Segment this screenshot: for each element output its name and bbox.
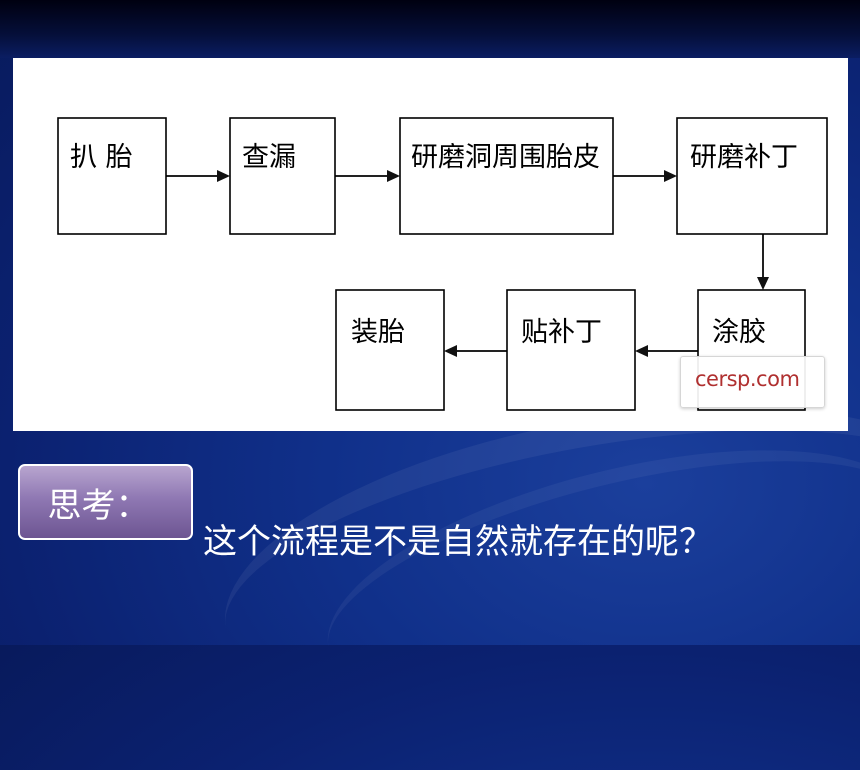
node-label-n4: 研磨补丁 xyxy=(690,142,798,173)
think-label: 思考： xyxy=(47,485,150,526)
diagram-panel: 扒 胎 查漏 研磨洞周围胎皮 研磨补丁 涂胶 贴补丁 装胎 cersp.com xyxy=(13,58,848,431)
node-n6: 贴补丁 xyxy=(506,289,636,411)
watermark: cersp.com xyxy=(680,356,825,408)
node-label-n6: 贴补丁 xyxy=(521,317,602,348)
think-badge: 思考： xyxy=(18,464,193,540)
question-text: 这个流程是不是自然就存在的呢？ xyxy=(203,522,713,562)
flowchart: 扒 胎 查漏 研磨洞周围胎皮 研磨补丁 涂胶 贴补丁 装胎 xyxy=(57,117,828,411)
edge-n1-n2 xyxy=(166,170,230,182)
edge-n4-n5 xyxy=(757,234,769,290)
edge-n2-n3 xyxy=(335,170,400,182)
node-n1: 扒 胎 xyxy=(57,117,167,235)
node-n4: 研磨补丁 xyxy=(676,117,828,235)
top-band xyxy=(0,0,860,58)
node-label-n5: 涂胶 xyxy=(712,317,766,348)
node-n3: 研磨洞周围胎皮 xyxy=(399,117,614,235)
node-n2: 查漏 xyxy=(229,117,336,235)
node-label-n7: 装胎 xyxy=(351,317,405,348)
node-label-n2: 查漏 xyxy=(242,142,296,173)
node-label-n1: 扒 胎 xyxy=(70,142,133,173)
watermark-text: cersp.com xyxy=(695,367,800,391)
edge-n5-n6 xyxy=(635,345,698,357)
edge-n3-n4 xyxy=(613,170,677,182)
node-n7: 装胎 xyxy=(335,289,445,411)
edge-n6-n7 xyxy=(444,345,507,357)
node-label-n3: 研磨洞周围胎皮 xyxy=(411,142,600,173)
